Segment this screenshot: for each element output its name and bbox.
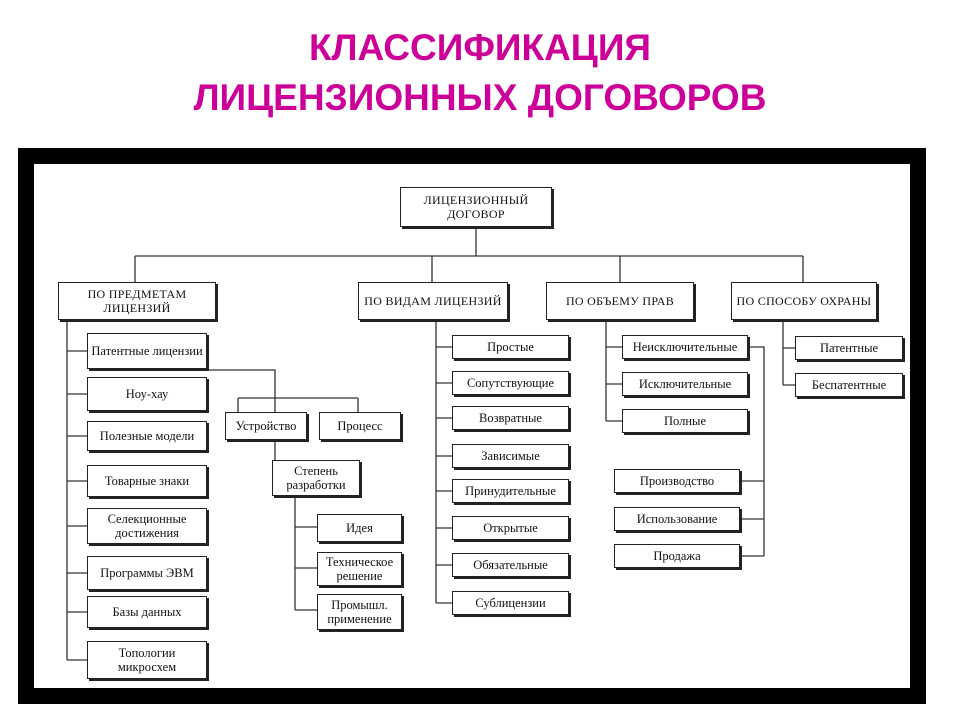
type-compulsory: Принудительные <box>452 479 569 503</box>
title-line-2: ЛИЦЕНЗИОННЫХ ДОГОВОРОВ <box>193 77 767 118</box>
subject-patent-licenses: Патентные лицензии <box>87 333 207 369</box>
category-types: ПО ВИДАМ ЛИЦЕНЗИЙ <box>358 282 508 320</box>
type-open: Открытые <box>452 516 569 540</box>
category-scope: ПО ОБЪЕМУ ПРАВ <box>546 282 694 320</box>
protection-nonpatent: Беспатентные <box>795 373 903 397</box>
scope-usage: Использование <box>614 507 740 531</box>
knowhow-device: Устройство <box>225 412 307 440</box>
type-accompanying: Сопутствующие <box>452 371 569 395</box>
stage-idea: Идея <box>317 514 402 542</box>
type-return: Возвратные <box>452 406 569 430</box>
scope-production: Производство <box>614 469 740 493</box>
scope-nonexclusive: Неисключительные <box>622 335 748 359</box>
type-simple: Простые <box>452 335 569 359</box>
knowhow-process: Процесс <box>319 412 401 440</box>
scope-full: Полные <box>622 409 748 433</box>
type-sublicense: Сублицензии <box>452 591 569 615</box>
scope-sale: Продажа <box>614 544 740 568</box>
scope-exclusive: Исключительные <box>622 372 748 396</box>
subject-topologies: Топологии микросхем <box>87 641 207 679</box>
subject-breeding: Селекционные достижения <box>87 508 207 544</box>
subject-trademarks: Товарные знаки <box>87 465 207 497</box>
knowhow-stage: Степень разработки <box>272 460 360 496</box>
title-line-1: КЛАССИФИКАЦИЯ <box>308 27 652 68</box>
category-protection: ПО СПОСОБУ ОХРАНЫ <box>731 282 877 320</box>
category-subjects: ПО ПРЕДМЕТАМ ЛИЦЕНЗИЙ <box>58 282 216 320</box>
stage-industrial: Промышл. применение <box>317 594 402 630</box>
stage-tech-solution: Техническое решение <box>317 552 402 586</box>
type-mandatory: Обязательные <box>452 553 569 577</box>
root-box: ЛИЦЕНЗИОННЫЙ ДОГОВОР <box>400 187 552 227</box>
subject-software: Программы ЭВМ <box>87 556 207 590</box>
subject-databases: Базы данных <box>87 596 207 628</box>
subject-knowhow: Ноу-хау <box>87 377 207 411</box>
subject-utility-models: Полезные модели <box>87 421 207 451</box>
protection-patent: Патентные <box>795 336 903 360</box>
type-dependent: Зависимые <box>452 444 569 468</box>
